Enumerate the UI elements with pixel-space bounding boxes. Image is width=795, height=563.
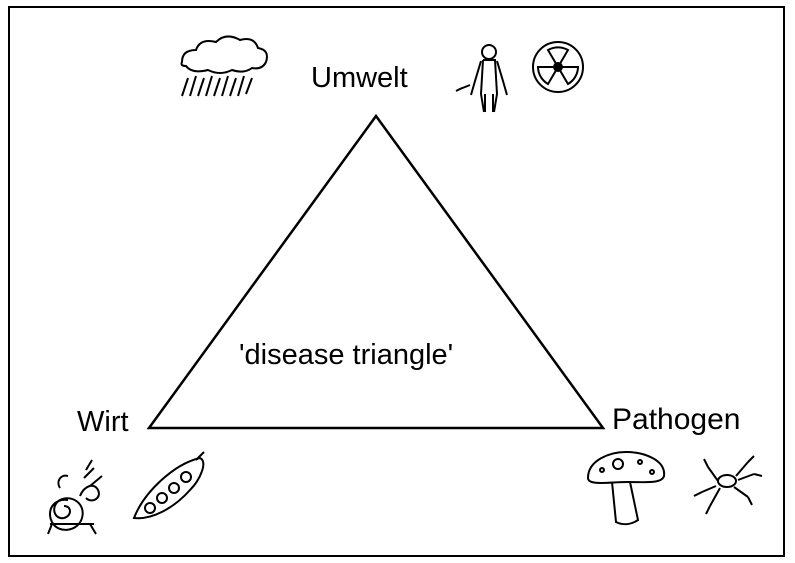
snail-plant-icon <box>48 460 102 534</box>
label-umwelt: Umwelt <box>311 62 408 95</box>
rain-cloud-icon <box>182 36 268 96</box>
label-wirt: Wirt <box>77 406 129 439</box>
disease-triangle <box>149 116 603 428</box>
pea-pod-icon <box>134 452 204 518</box>
radiation-icon <box>533 42 583 92</box>
human-figure-icon <box>456 45 507 112</box>
insect-icon <box>694 456 762 514</box>
label-pathogen: Pathogen <box>612 403 740 437</box>
mushroom-icon <box>588 452 664 524</box>
label-disease-triangle: 'disease triangle' <box>239 339 453 372</box>
